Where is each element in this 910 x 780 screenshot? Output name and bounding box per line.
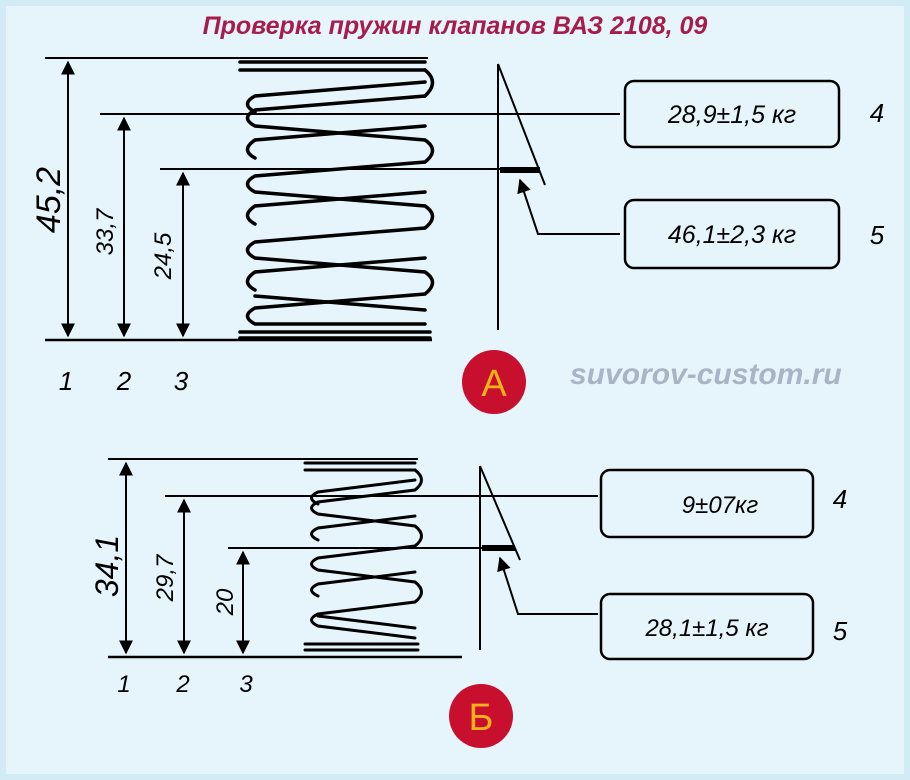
force-label-b-5: 28,1±1,5 кг <box>644 615 768 642</box>
page-title: Проверка пружин клапанов ВАЗ 2108, 09 <box>202 12 708 40</box>
scale-a-slope <box>497 63 546 186</box>
dim-label-b-2: 29,7 <box>152 553 179 602</box>
dim-label-b-1: 34,1 <box>89 535 125 597</box>
force-label-a-4: 28,9±1,5 кг <box>667 101 796 129</box>
badge-a-circle <box>462 350 526 414</box>
badge-b-circle <box>449 684 513 748</box>
dim-label-a-3: 24,5 <box>150 232 177 280</box>
leader-a-5 <box>517 178 620 235</box>
force-box-a-5 <box>623 198 841 270</box>
position-label-a-2: 2 <box>116 366 132 396</box>
dim-label-a-2: 33,7 <box>92 207 119 255</box>
position-label-a-3: 3 <box>174 366 189 396</box>
dim-label-b-3: 20 <box>212 588 239 616</box>
force-box-b-5 <box>599 592 815 661</box>
force-box-a-4 <box>623 79 841 149</box>
badge-a-letter: А <box>481 363 507 405</box>
dim-label-a-1: 45,2 <box>30 167 68 233</box>
position-label-b-2: 2 <box>175 671 189 698</box>
diagram-b <box>108 458 815 661</box>
position-label-b-1: 1 <box>117 671 130 698</box>
force-index-a-5: 5 <box>870 220 885 250</box>
diagram-a <box>45 57 841 342</box>
force-box-b-4 <box>599 468 815 539</box>
force-label-b-4: 9±07кг <box>682 492 759 519</box>
leader-b-5 <box>497 556 598 615</box>
spring-b-coils <box>303 461 423 652</box>
badge-b: Б <box>449 684 513 748</box>
force-index-b-5: 5 <box>833 616 848 646</box>
position-label-a-1: 1 <box>59 366 73 396</box>
badge-b-letter: Б <box>469 697 494 739</box>
spring-a-coils <box>238 60 435 340</box>
scale-b-slope <box>479 465 521 561</box>
force-index-a-4: 4 <box>870 98 884 128</box>
badge-a: А <box>462 350 526 414</box>
position-label-b-3: 3 <box>239 671 253 698</box>
force-index-b-4: 4 <box>833 484 847 514</box>
watermark: suvorov-custom.ru <box>570 358 842 391</box>
force-label-a-5: 46,1±2,3 кг <box>668 221 796 249</box>
